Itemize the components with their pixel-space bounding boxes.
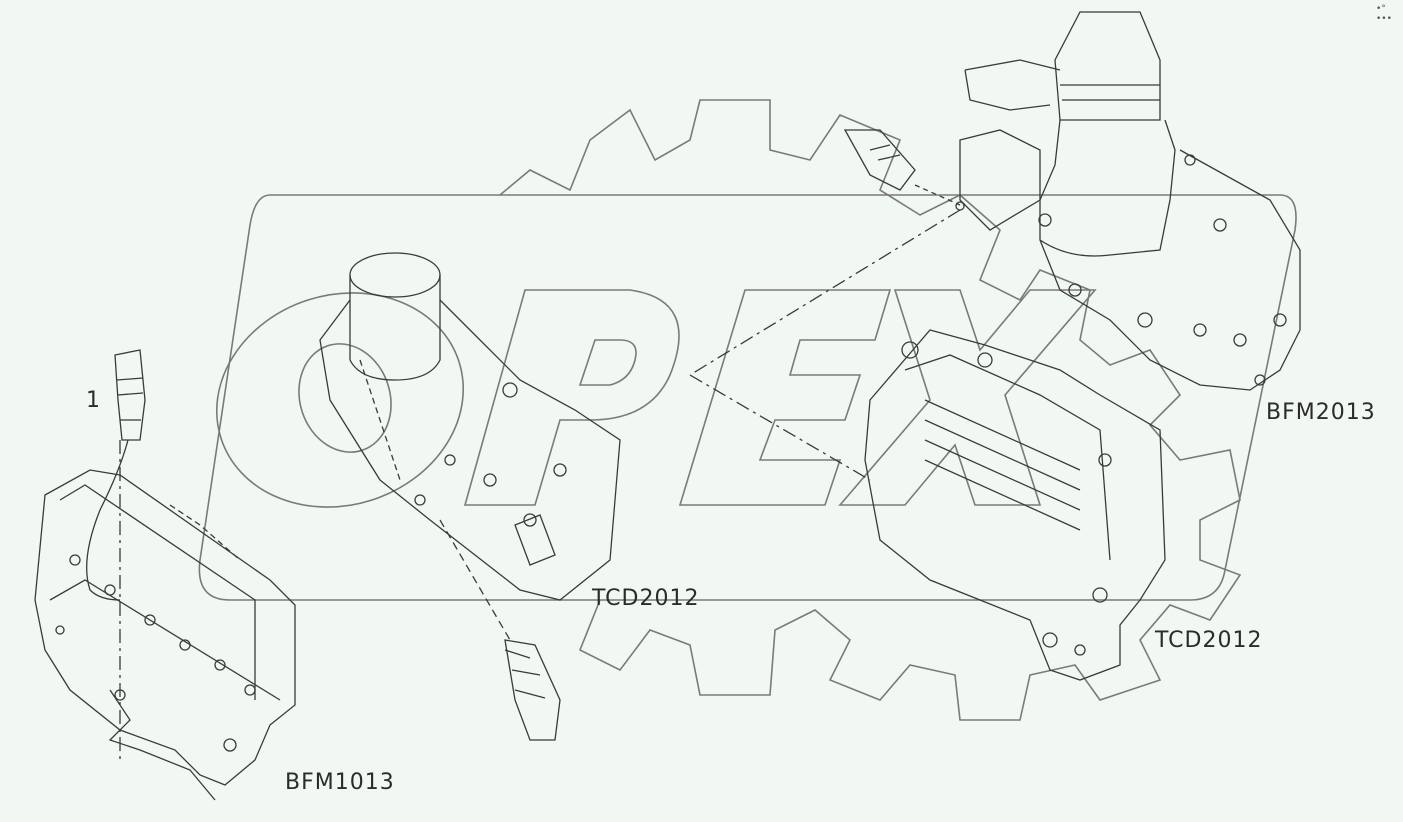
leader-lines bbox=[119, 209, 961, 760]
label-bfm2013: BFM2013 bbox=[1266, 400, 1376, 425]
watermark-letter-p bbox=[463, 289, 680, 506]
watermark-letter-o bbox=[215, 292, 465, 508]
watermark-frame bbox=[198, 194, 1297, 601]
label-tcd2012-left: TCD2012 bbox=[592, 586, 700, 611]
sensor-1 bbox=[86, 349, 146, 601]
corner-marks: •° ••• bbox=[1376, 4, 1392, 24]
watermark-letter-o-inner bbox=[298, 343, 392, 453]
watermark-letter-e bbox=[678, 289, 892, 506]
tcd2012-right-assembly bbox=[864, 329, 1166, 681]
bfm2013-assembly bbox=[843, 11, 1301, 391]
bfm1013-assembly bbox=[34, 469, 296, 801]
watermark-letter-x bbox=[838, 289, 1097, 506]
callout-number: 1 bbox=[86, 388, 101, 413]
watermark-logo bbox=[198, 99, 1297, 721]
watermark-gear bbox=[499, 99, 1242, 721]
label-tcd2012-right: TCD2012 bbox=[1155, 628, 1263, 653]
label-bfm1013: BFM1013 bbox=[285, 770, 395, 795]
component-drawings bbox=[34, 11, 1301, 801]
tcd2012-left-assembly bbox=[319, 252, 621, 741]
